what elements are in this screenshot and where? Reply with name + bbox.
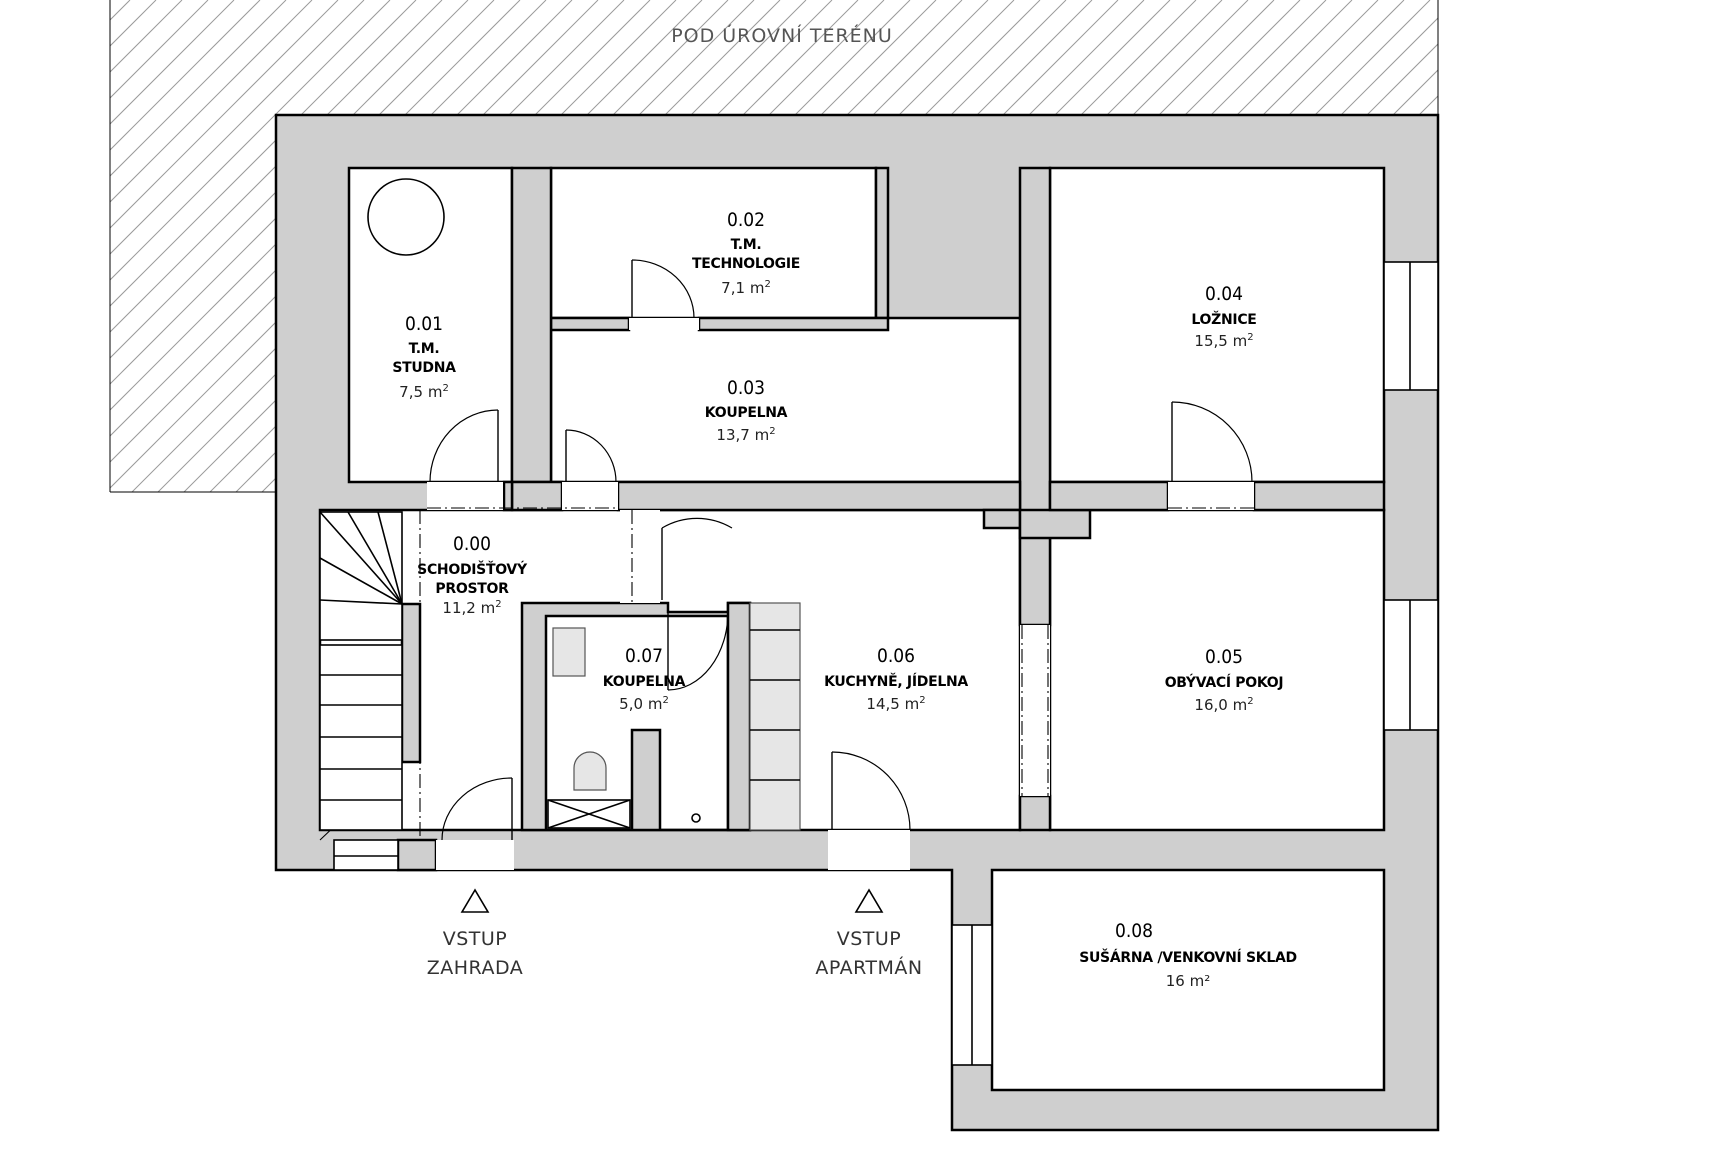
- hatch-line: [1423, 0, 1438, 492]
- hatch-line: [110, 0, 521, 492]
- room-0-07-label: 0.07 KOUPELNA 5,0 m2: [603, 645, 686, 713]
- interior-partitions: [396, 166, 1386, 872]
- svg-text:0.07: 0.07: [625, 645, 663, 667]
- svg-text:PROSTOR: PROSTOR: [435, 581, 509, 597]
- svg-text:KOUPELNA: KOUPELNA: [603, 674, 686, 690]
- staircase: [319, 511, 403, 831]
- svg-text:16 m²: 16 m²: [1166, 972, 1210, 990]
- entry-apartment-line2: APARTMÁN: [815, 956, 922, 979]
- hatch-line: [0, 0, 26, 500]
- hatch-line: [110, 0, 391, 492]
- svg-text:7,1 m2: 7,1 m2: [721, 279, 771, 297]
- svg-text:5,0 m2: 5,0 m2: [619, 695, 669, 713]
- hatch-line: [1033, 0, 1438, 492]
- room-0-05-label: 0.05 OBÝVACÍ POKOJ 16,0 m2: [1165, 646, 1284, 714]
- svg-text:0.02: 0.02: [727, 209, 765, 231]
- well-icon: [367, 178, 445, 256]
- svg-text:TECHNOLOGIE: TECHNOLOGIE: [692, 256, 800, 272]
- bathroom-fixtures: [547, 627, 701, 829]
- room-0-08-label: 0.08 SUŠÁRNA /VENKOVNÍ SKLAD 16 m²: [1079, 920, 1297, 990]
- hatch-line: [149, 0, 651, 492]
- svg-text:SUŠÁRNA /VENKOVNÍ SKLAD: SUŠÁRNA /VENKOVNÍ SKLAD: [1079, 948, 1297, 966]
- svg-text:0.08: 0.08: [1115, 920, 1153, 942]
- svg-text:0.03: 0.03: [727, 377, 765, 399]
- entry-apartment-line1: VSTUP: [837, 928, 902, 950]
- entry-garden-line2: ZAHRADA: [427, 957, 524, 979]
- svg-text:KUCHYNĚ, JÍDELNA: KUCHYNĚ, JÍDELNA: [824, 673, 968, 690]
- windows: [333, 261, 1439, 1066]
- hatch-line: [110, 0, 443, 492]
- hatch-line: [409, 0, 911, 492]
- hatch-line: [1059, 0, 1438, 492]
- hatch-line: [110, 0, 469, 492]
- svg-text:15,5 m2: 15,5 m2: [1194, 332, 1253, 350]
- hatch-line: [1085, 0, 1438, 492]
- hatch-line: [1397, 0, 1438, 492]
- hatch-line: [1476, 0, 1723, 500]
- svg-text:16,0 m2: 16,0 m2: [1194, 696, 1253, 714]
- entry-garden-icon: [460, 888, 490, 913]
- hatch-line: [1293, 0, 1438, 492]
- svg-text:7,5 m2: 7,5 m2: [399, 383, 449, 401]
- entry-apartment-icon: [854, 888, 884, 913]
- room-0-02-label: 0.02 T.M. TECHNOLOGIE 7,1 m2: [692, 209, 800, 297]
- svg-text:LOŽNICE: LOŽNICE: [1191, 311, 1256, 328]
- door-openings: [427, 318, 1254, 870]
- svg-text:0.04: 0.04: [1205, 283, 1243, 305]
- svg-text:0.00: 0.00: [453, 533, 491, 555]
- svg-text:0.05: 0.05: [1205, 646, 1243, 668]
- room-0-01-label: 0.01 T.M. STUDNA 7,5 m2: [392, 313, 456, 401]
- entry-garden-line1: VSTUP: [443, 928, 508, 950]
- doors: [429, 259, 1253, 841]
- kitchen-counter: [749, 602, 801, 831]
- hatch-line: [110, 0, 183, 492]
- hatch-line: [110, 0, 365, 492]
- terrain-label: POD ÚROVNÍ TERÉNU: [671, 23, 893, 47]
- hatch-line: [1450, 0, 1723, 500]
- room-0-03-label: 0.03 KOUPELNA 13,7 m2: [705, 377, 788, 444]
- hatch-line: [110, 0, 235, 492]
- hatch-line: [110, 0, 287, 492]
- svg-text:14,5 m2: 14,5 m2: [866, 695, 925, 713]
- svg-text:SCHODIŠŤOVÝ: SCHODIŠŤOVÝ: [417, 560, 528, 578]
- svg-text:0.06: 0.06: [877, 645, 915, 667]
- hatch-line: [0, 0, 104, 500]
- svg-text:T.M.: T.M.: [409, 341, 440, 357]
- hatch-line: [1241, 0, 1438, 492]
- hatch-line: [1215, 0, 1438, 492]
- hatch-line: [1111, 0, 1438, 492]
- hatch-line: [110, 0, 209, 492]
- hatch-line: [0, 0, 52, 500]
- svg-text:0.01: 0.01: [405, 313, 443, 335]
- hatch-line: [1267, 0, 1438, 492]
- room-0-00-label: 0.00 SCHODIŠŤOVÝ PROSTOR 11,2 m2: [417, 533, 528, 617]
- svg-text:KOUPELNA: KOUPELNA: [705, 405, 788, 421]
- svg-text:T.M.: T.M.: [731, 237, 762, 253]
- hatch-line: [110, 0, 261, 492]
- hatch-line: [357, 0, 859, 492]
- hatch-line: [0, 0, 78, 500]
- room-0-06-label: 0.06 KUCHYNĚ, JÍDELNA 14,5 m2: [824, 645, 969, 713]
- room-0-04-label: 0.04 LOŽNICE 15,5 m2: [1191, 283, 1256, 350]
- hatch-line: [110, 0, 313, 492]
- svg-text:STUDNA: STUDNA: [392, 360, 456, 376]
- svg-text:13,7 m2: 13,7 m2: [716, 426, 775, 444]
- terrain-hatch: [0, 0, 1723, 500]
- svg-text:OBÝVACÍ POKOJ: OBÝVACÍ POKOJ: [1165, 673, 1284, 691]
- hatch-line: [110, 0, 417, 492]
- hatch-line: [383, 0, 885, 492]
- hatch-line: [110, 0, 339, 492]
- svg-text:11,2 m2: 11,2 m2: [442, 599, 501, 617]
- hatch-line: [1189, 0, 1438, 492]
- hatch-line: [110, 0, 495, 492]
